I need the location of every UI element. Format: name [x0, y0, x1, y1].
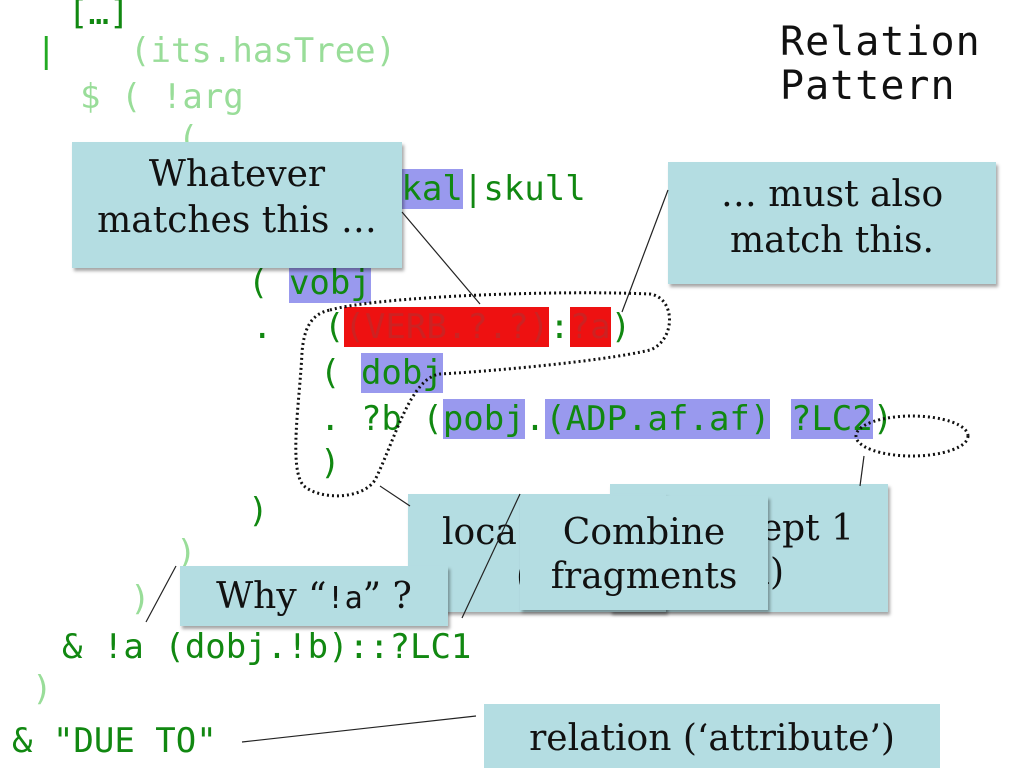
- slide-title: Relation Pattern: [780, 20, 1020, 108]
- callout-why-a: Why “!a” ?: [180, 566, 448, 626]
- callout-combine-line-2: fragments: [550, 556, 738, 597]
- code-b-prefix: . ?b (: [320, 399, 443, 439]
- code-line-dot: .: [252, 307, 273, 347]
- code-verb-close: ): [610, 307, 632, 347]
- callout-must-line-2: match this.: [730, 220, 934, 261]
- code-dobj-highlight: dobj: [360, 353, 443, 393]
- code-line-arg: $ ( !arg: [80, 77, 244, 117]
- code-line-bar: |: [36, 31, 57, 71]
- callout-why-text: Why “!a” ?: [180, 576, 448, 620]
- code-line-dobj: ( dobj: [320, 353, 443, 393]
- callout-why-code: !a: [326, 581, 363, 616]
- callout-relation-text: relation (‘attribute’): [529, 718, 895, 759]
- callout-why-prefix: Why “: [216, 576, 327, 617]
- callout-whatever-matches: Whatever matches this …: [72, 142, 402, 268]
- code-pobj-dot: .: [524, 399, 546, 439]
- leader-must-also: [621, 189, 669, 313]
- code-verb-highlight: (VERB.?.?): [344, 307, 550, 347]
- code-line-close-1: ): [320, 443, 341, 483]
- leader-relation: [241, 715, 477, 743]
- title-line-1: Relation: [780, 19, 981, 65]
- code-verb-colon: :: [549, 307, 570, 347]
- code-lc2-close: ): [872, 399, 894, 439]
- code-skull-rest: |skull: [462, 169, 586, 209]
- code-dobj-open: (: [320, 353, 361, 393]
- code-line-verb: ((VERB.?.?):?a): [324, 307, 632, 347]
- code-line-ellipsis: […]: [68, 0, 130, 33]
- callout-must-also-match: … must also match this.: [668, 162, 996, 284]
- code-line-and-a: & !a (dobj.!b)::?LC1: [62, 627, 472, 667]
- leader-local: [379, 485, 411, 507]
- callout-combine-fragments: Combine fragments: [520, 496, 768, 610]
- code-vobj-highlight: vobj: [288, 263, 371, 303]
- code-line-pobj: . ?b (pobj.(ADP.af.af) ?LC2): [320, 399, 894, 439]
- callout-relation-attribute: relation (‘attribute’): [484, 704, 940, 768]
- code-verb-open: (: [324, 307, 345, 347]
- code-qa-highlight: ?a: [569, 307, 611, 347]
- callout-whatever-line-2: matches this …: [97, 200, 377, 241]
- code-pobj-highlight: pobj: [442, 399, 525, 439]
- code-line-vobj: ( vobj: [248, 263, 371, 303]
- code-line-close-2: ): [248, 491, 269, 531]
- code-line-due-to: & "DUE TO": [12, 721, 217, 761]
- callout-why-suffix: ” ?: [362, 576, 412, 617]
- code-vobj-open: (: [248, 263, 289, 303]
- leader-whatever: [401, 211, 481, 305]
- title-line-2: Pattern: [780, 63, 956, 109]
- callout-whatever-line-1: Whatever: [148, 154, 326, 195]
- code-lc2-highlight: ?LC2: [790, 399, 873, 439]
- callout-must-line-1: … must also: [720, 174, 944, 215]
- code-line-close-4: ): [130, 579, 151, 619]
- leader-concept: [859, 455, 865, 487]
- leader-why: [145, 565, 177, 623]
- code-line-close-5: ): [32, 669, 53, 709]
- code-adp-highlight: (ADP.af.af): [545, 399, 771, 439]
- code-line-close-3: ): [176, 533, 197, 573]
- code-line-hastree: (its.hasTree): [130, 31, 397, 71]
- callout-combine-line-1: Combine: [562, 512, 726, 553]
